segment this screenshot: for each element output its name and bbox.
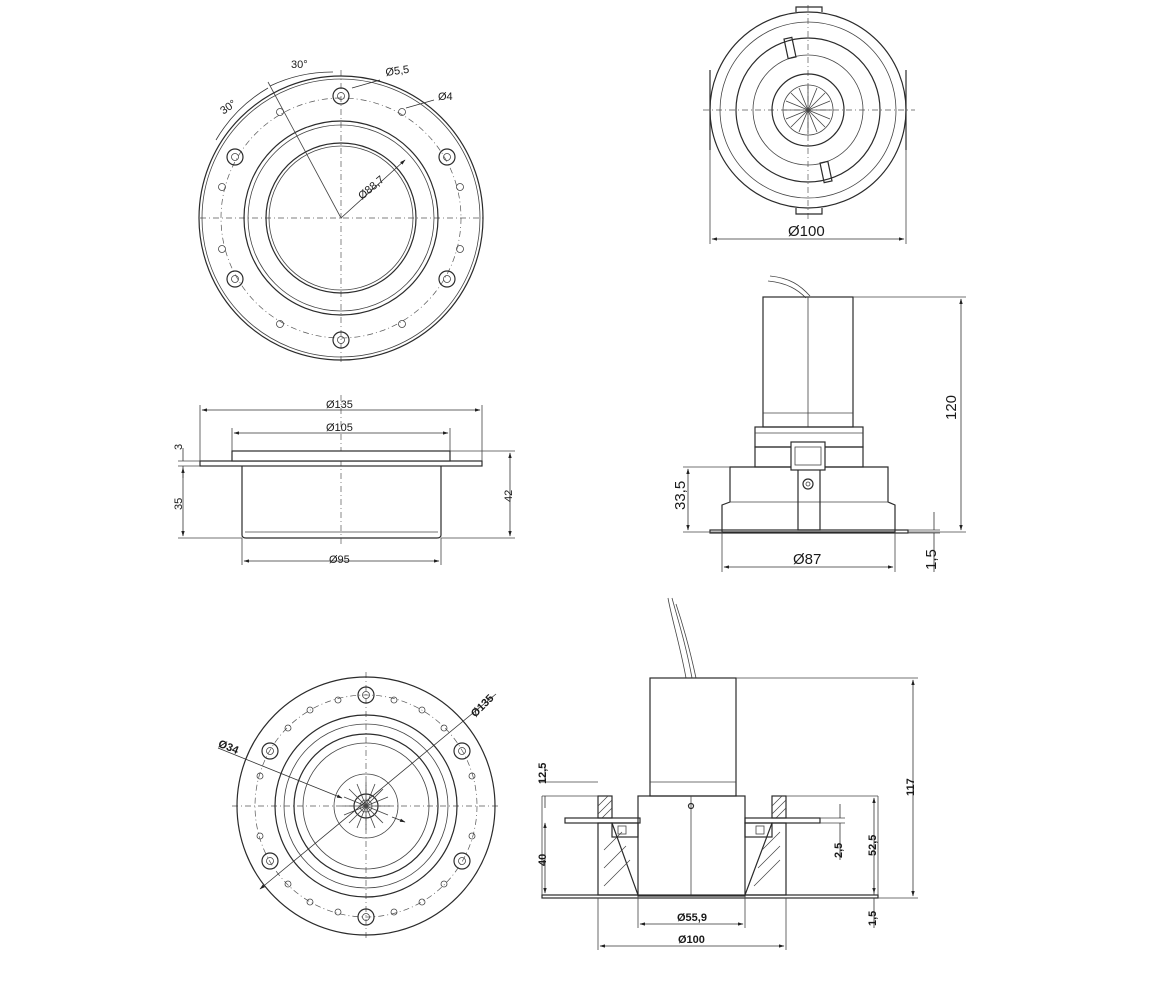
total-height-label: 120 <box>943 395 960 420</box>
spring-clip <box>790 441 826 531</box>
outer-dia-label: Ø135 <box>469 692 497 720</box>
bottom-right-section-view: 12,5 40 117 2,5 52,5 1,5 Ø55,9 Ø100 <box>537 597 918 950</box>
bottom-left-plan-view: Ø135 Ø34 <box>216 672 500 940</box>
mid-right-elevation-view: 120 33,5 Ø87 1,5 <box>672 275 966 572</box>
right-collar-section <box>744 795 821 896</box>
outer-dia-label: Ø100 <box>678 934 705 946</box>
flange-thk-label: 3 <box>173 444 185 450</box>
left-collar-section <box>564 795 641 896</box>
lower-height-label: 33,5 <box>672 481 689 510</box>
base-dia-label: Ø87 <box>793 551 821 568</box>
total-height-label: 42 <box>503 490 515 502</box>
flange-dia-label: Ø135 <box>326 399 353 411</box>
hole-large-label: Ø5,5 <box>385 64 410 79</box>
angle-label-b: 30° <box>291 59 308 71</box>
flange-thk-label: 1,5 <box>867 911 879 926</box>
reflector-ribs <box>784 86 832 134</box>
inner-dia-label: Ø55,9 <box>677 912 707 924</box>
body-dia-label: Ø95 <box>329 554 350 566</box>
top-left-plan-view: 30° 30° Ø5,5 Ø4 Ø88,7 <box>198 59 485 365</box>
height-52-label: 52,5 <box>867 835 879 856</box>
top-ring-label: 12,5 <box>537 763 549 784</box>
mid-left-elevation-view: Ø135 Ø105 3 35 42 Ø95 <box>173 395 515 566</box>
rim-dia-label: Ø105 <box>326 422 353 434</box>
center-dia-label: Ø34 <box>216 738 241 757</box>
outer-dia-label: Ø100 <box>788 223 825 240</box>
hole-small-label: Ø4 <box>438 91 453 103</box>
insert-height-label: 40 <box>537 854 549 866</box>
flange-holes <box>218 87 464 349</box>
bottom-flange-holes <box>256 686 476 926</box>
total-height-label: 117 <box>905 778 917 796</box>
angle-label-a: 30° <box>218 98 239 117</box>
top-right-plan-view: Ø100 <box>703 5 915 244</box>
gap-label: 2,5 <box>833 843 845 858</box>
inner-dia-label: Ø88,7 <box>356 174 387 202</box>
flange-thk-label: 1,5 <box>923 549 940 570</box>
center-reflector-ribs <box>342 782 390 830</box>
body-height-label: 35 <box>173 498 185 510</box>
